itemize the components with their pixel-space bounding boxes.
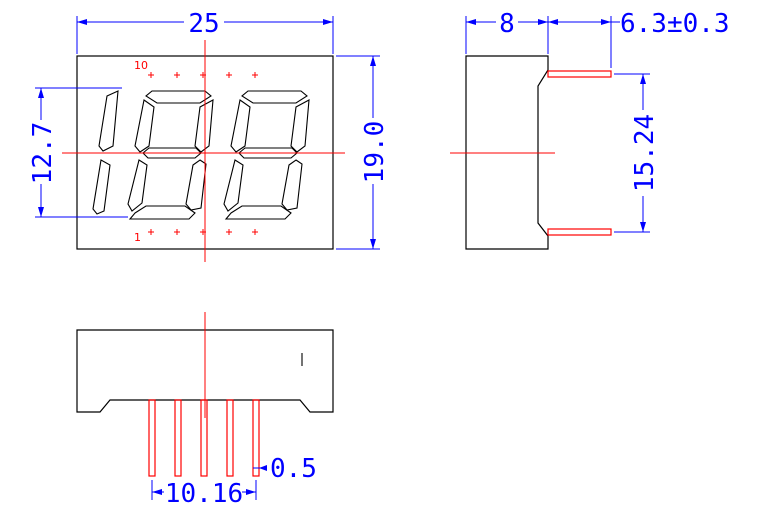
digit-1 (92, 90, 119, 215)
side-view: 8 6.3±0.3 15.24 (450, 8, 730, 250)
bottom-pin-3 (200, 399, 208, 477)
bottom-view: 0.5 10.16 (76, 312, 334, 509)
seg-2f (134, 99, 155, 153)
depth-label: 8 (499, 9, 515, 39)
pin-span-dimension: 10.16 (151, 478, 257, 509)
digit-height-dimension: 12.7 (27, 87, 128, 218)
pin-markers-bottom (148, 229, 258, 235)
pin-width-label: 0.5 (270, 454, 317, 484)
seg-3f (230, 99, 251, 153)
bottom-pins (148, 399, 260, 477)
seg-2b (194, 99, 214, 153)
seg-2e (127, 159, 148, 212)
bottom-pin-4 (226, 399, 234, 477)
bottom-pin-1 (148, 399, 156, 477)
seg-2c (185, 159, 207, 211)
digit-height-label: 12.7 (28, 122, 58, 185)
front-view: 10 1 25 19.0 (27, 8, 390, 262)
side-pin-bottom (547, 228, 612, 236)
seg-1e (92, 159, 111, 215)
pin-width-dimension: 0.5 (253, 454, 317, 484)
seg-3a (241, 90, 308, 104)
seg-3c (281, 159, 303, 211)
pin-1-label: 1 (134, 231, 141, 244)
pin-length-label: 6.3±0.3 (620, 9, 730, 39)
bottom-pin-5 (252, 399, 260, 477)
height-dimension: 19.0 (336, 55, 390, 250)
pin-10-label: 10 (134, 59, 148, 72)
seg-3d (224, 205, 292, 220)
row-spacing-dimension: 15.24 (614, 73, 660, 233)
seg-2d (128, 205, 196, 220)
seg-3b (290, 99, 310, 153)
side-pin-top (547, 70, 612, 78)
side-body-outline (465, 55, 549, 250)
seg-1b (98, 90, 119, 152)
digit-3 (223, 90, 310, 220)
seg-2a (145, 90, 212, 104)
pin-length-dimension: 6.3±0.3 (548, 9, 730, 68)
height-label: 19.0 (360, 121, 390, 184)
depth-dimension: 8 (465, 8, 549, 54)
seg-3e (223, 159, 244, 212)
width-label: 25 (188, 9, 219, 39)
width-dimension: 25 (76, 8, 334, 54)
digit-2 (127, 90, 214, 220)
row-spacing-label: 15.24 (630, 114, 660, 192)
pin-span-label: 10.16 (165, 479, 243, 509)
pin-markers-top (148, 72, 258, 78)
bottom-body-outline (76, 329, 334, 413)
bottom-pin-2 (174, 399, 182, 477)
